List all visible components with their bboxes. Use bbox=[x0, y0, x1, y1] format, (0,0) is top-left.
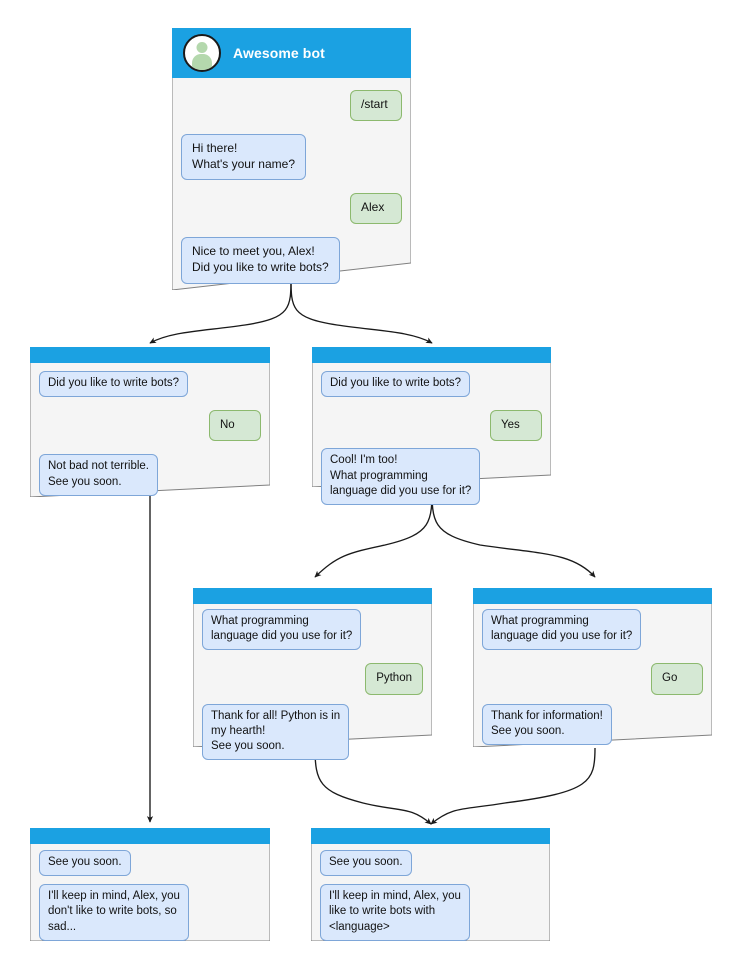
user-message: No bbox=[209, 410, 261, 442]
message-row: Not bad not terrible. See you soon. bbox=[39, 454, 261, 496]
card-no-branch-body: Did you like to write bots? No Not bad n… bbox=[30, 363, 270, 506]
card-end-no[interactable]: See you soon. I'll keep in mind, Alex, y… bbox=[30, 828, 270, 941]
message-row: Cool! I'm too! What programming language… bbox=[321, 448, 542, 505]
user-message: /start bbox=[350, 90, 402, 121]
message-row: What programming language did you use fo… bbox=[202, 609, 423, 651]
card-root-header: Awesome bot bbox=[172, 28, 411, 78]
user-message: Alex bbox=[350, 193, 402, 225]
message-row: Yes bbox=[321, 410, 542, 442]
bot-title: Awesome bot bbox=[233, 45, 325, 61]
card-root-body: /start Hi there! What's your name? Alex … bbox=[172, 78, 411, 294]
user-message: Python bbox=[365, 663, 423, 695]
bot-message: Thank for information! See you soon. bbox=[482, 703, 612, 745]
bot-message: I'll keep in mind, Alex, you don't like … bbox=[39, 884, 189, 941]
bot-message: See you soon. bbox=[39, 850, 131, 877]
message-row: Nice to meet you, Alex! Did you like to … bbox=[181, 237, 402, 284]
bot-message: Hi there! What's your name? bbox=[181, 133, 307, 181]
card-python-branch[interactable]: What programming language did you use fo… bbox=[193, 588, 432, 761]
card-end-yes[interactable]: See you soon. I'll keep in mind, Alex, y… bbox=[311, 828, 550, 941]
card-header-bar bbox=[193, 588, 432, 604]
message-row: Hi there! What's your name? bbox=[181, 133, 402, 181]
edge-go-to-end-yes bbox=[430, 747, 596, 825]
card-end-yes-body: See you soon. I'll keep in mind, Alex, y… bbox=[311, 844, 550, 951]
message-row: Alex bbox=[181, 193, 402, 225]
bot-message: I'll keep in mind, Alex, you like to wri… bbox=[320, 884, 470, 941]
message-row: I'll keep in mind, Alex, you like to wri… bbox=[320, 884, 541, 941]
message-row: I'll keep in mind, Alex, you don't like … bbox=[39, 884, 261, 941]
message-row: See you soon. bbox=[39, 850, 261, 877]
card-yes-branch-body: Did you like to write bots? Yes Cool! I'… bbox=[312, 363, 551, 515]
card-python-branch-body: What programming language did you use fo… bbox=[193, 604, 432, 770]
bot-message: Did you like to write bots? bbox=[39, 371, 189, 398]
card-yes-branch[interactable]: Did you like to write bots? Yes Cool! I'… bbox=[312, 347, 551, 505]
message-row: Python bbox=[202, 663, 423, 695]
bot-message: See you soon. bbox=[320, 850, 412, 877]
user-message: Yes bbox=[490, 410, 542, 442]
message-row: Thank for information! See you soon. bbox=[482, 703, 703, 745]
bot-message: What programming language did you use fo… bbox=[482, 609, 642, 651]
card-header-bar bbox=[30, 828, 270, 844]
card-go-branch-body: What programming language did you use fo… bbox=[473, 604, 712, 755]
card-root[interactable]: Awesome bot /start Hi there! What's your… bbox=[172, 28, 411, 290]
user-message: Go bbox=[651, 663, 703, 695]
message-row: Thank for all! Python is in my hearth! S… bbox=[202, 703, 423, 761]
message-row: Did you like to write bots? bbox=[321, 371, 542, 398]
bot-message: Thank for all! Python is in my hearth! S… bbox=[202, 703, 350, 761]
message-row: /start bbox=[181, 90, 402, 121]
message-row: Go bbox=[482, 663, 703, 695]
message-row: See you soon. bbox=[320, 850, 541, 877]
card-header-bar bbox=[311, 828, 550, 844]
card-go-branch[interactable]: What programming language did you use fo… bbox=[473, 588, 712, 747]
card-end-no-body: See you soon. I'll keep in mind, Alex, y… bbox=[30, 844, 270, 951]
person-avatar-icon bbox=[183, 34, 221, 72]
bot-message: Not bad not terrible. See you soon. bbox=[39, 454, 159, 496]
message-row: What programming language did you use fo… bbox=[482, 609, 703, 651]
bot-message: Nice to meet you, Alex! Did you like to … bbox=[181, 237, 340, 284]
card-no-branch[interactable]: Did you like to write bots? No Not bad n… bbox=[30, 347, 270, 497]
message-row: No bbox=[39, 410, 261, 442]
card-header-bar bbox=[30, 347, 270, 363]
bot-message: Cool! I'm too! What programming language… bbox=[321, 448, 481, 505]
card-header-bar bbox=[312, 347, 551, 363]
card-header-bar bbox=[473, 588, 712, 604]
bot-message: Did you like to write bots? bbox=[321, 371, 471, 398]
message-row: Did you like to write bots? bbox=[39, 371, 261, 398]
bot-message: What programming language did you use fo… bbox=[202, 609, 362, 651]
